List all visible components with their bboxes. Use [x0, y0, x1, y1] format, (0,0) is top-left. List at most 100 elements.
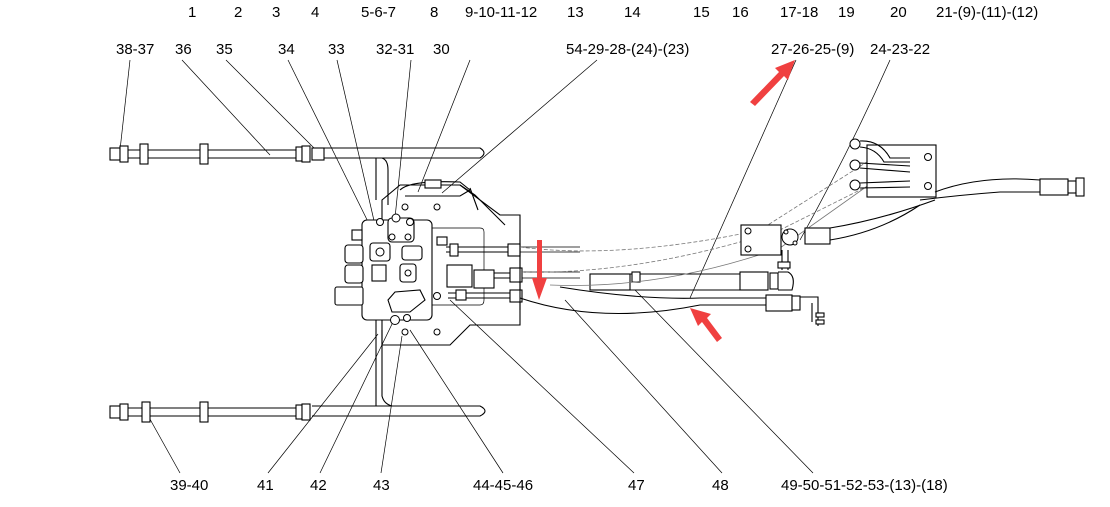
- upper-pipe-clamp-2: [199, 143, 209, 165]
- leader-39-40: [145, 411, 181, 474]
- lower-pipe-clamp-1: [141, 401, 151, 423]
- leader-27-26-25: [689, 59, 797, 299]
- red-arrow-down: [532, 240, 547, 300]
- lower-pipe-assembly: [109, 300, 486, 423]
- label-15: 15: [693, 4, 710, 21]
- leader-49-50-51: [634, 289, 814, 474]
- upper-pipe-end-nut: [109, 147, 121, 161]
- main-hose-ferrule: [1039, 178, 1069, 196]
- label-47: 47: [628, 477, 645, 494]
- label-42: 42: [310, 477, 327, 494]
- manifold-assembly: [740, 138, 1085, 270]
- lower-pipe-clamp-2: [199, 401, 209, 423]
- main-hose-end: [1075, 177, 1085, 197]
- leader-43: [380, 335, 403, 474]
- cable-1-nut: [507, 243, 521, 257]
- label-19: 19: [838, 4, 855, 21]
- label-32-31: 32-31: [376, 41, 414, 58]
- label-17-18: 17-18: [780, 4, 818, 21]
- valve-spool-cap-3: [334, 286, 364, 306]
- bracket-30: [424, 179, 442, 189]
- port-1: [849, 138, 861, 150]
- label-9-10-11-12: 9-10-11-12: [465, 4, 537, 21]
- red-arrow-hose: [690, 308, 722, 342]
- hose-nut-1: [769, 272, 779, 290]
- label-49-50-51-52-53-13-18: 49-50-51-52-53-(13)-(18): [781, 477, 948, 494]
- upper-return-tube: [324, 147, 485, 159]
- second-row-labels: 38-37 36 35 34 33 32-31 30 54-29-28-(24)…: [116, 41, 930, 58]
- red-arrow-27-26-25: [750, 60, 795, 106]
- top-row-labels: 1 2 3 4 5-6-7 8 9-10-11-12 13 14 15 16 1…: [188, 4, 1038, 21]
- label-38-37: 38-37: [116, 41, 154, 58]
- cable-3-nut: [509, 289, 523, 303]
- port-2: [849, 159, 861, 171]
- label-39-40: 39-40: [170, 477, 208, 494]
- spacer-1: [436, 236, 448, 246]
- upper-pipe-adapter: [311, 147, 325, 161]
- lower-return-tube: [312, 405, 486, 417]
- valve-block-assembly: [334, 179, 521, 346]
- label-44-45-46: 44-45-46: [473, 477, 533, 494]
- label-3: 3: [272, 4, 280, 21]
- cable-2-actuator: [446, 264, 473, 288]
- hose-nut-2: [791, 295, 801, 311]
- side-flange: [401, 245, 423, 261]
- lower-cover-plate-41: [387, 289, 426, 313]
- lower-pipe-end-nut: [109, 405, 121, 419]
- leader-54-29-28: [441, 59, 598, 194]
- upper-pipe-clamp-1: [139, 143, 149, 165]
- control-cables: [446, 230, 580, 310]
- leader-48: [564, 299, 723, 474]
- elbow-fitting: [778, 271, 794, 291]
- label-33: 33: [328, 41, 345, 58]
- label-16: 16: [732, 4, 749, 21]
- leader-24-23-22: [799, 59, 891, 241]
- label-20: 20: [890, 4, 907, 21]
- label-36: 36: [175, 41, 192, 58]
- valve-spool-cap-1: [344, 244, 364, 264]
- leader-42: [319, 321, 394, 474]
- lower-pipe-fitting: [119, 403, 129, 421]
- bracket-fitting: [800, 296, 819, 326]
- upper-pipe-nut: [301, 145, 311, 163]
- label-13: 13: [567, 4, 584, 21]
- hose-runs: [519, 159, 891, 326]
- label-21-9-11-12: 21-(9)-(11)-(12): [936, 4, 1038, 21]
- hole-43: [401, 328, 409, 336]
- cable-2-nut: [509, 267, 523, 283]
- leader-44-45-46: [409, 329, 504, 474]
- cable-3-clevis: [455, 289, 467, 301]
- leader-lines: [119, 59, 891, 474]
- leader-47: [449, 299, 635, 474]
- label-30: 30: [433, 41, 450, 58]
- label-14: 14: [624, 4, 641, 21]
- hose-ferrule-22: [804, 227, 831, 245]
- label-27-26-25-9: 27-26-25-(9): [771, 41, 854, 58]
- label-24-23-22: 24-23-22: [870, 41, 930, 58]
- upper-pipe-assembly: [109, 143, 485, 205]
- label-2: 2: [234, 4, 242, 21]
- upper-pipe-fitting: [119, 145, 129, 163]
- label-41: 41: [257, 477, 274, 494]
- callout-arrows: [532, 60, 795, 342]
- port-3: [849, 179, 861, 191]
- hose-ferrule-1: [739, 271, 769, 291]
- bolt-42: [390, 315, 400, 325]
- hose-ferrule-2: [765, 294, 793, 312]
- leader-30: [417, 59, 471, 193]
- hose-clip-48: [631, 271, 641, 283]
- label-43: 43: [373, 477, 390, 494]
- leader-35: [225, 59, 319, 153]
- cable-2-cylinder: [473, 269, 495, 289]
- bottom-row-labels: 39-40 41 42 43 44-45-46 47 48 49-50-51-5…: [170, 477, 948, 494]
- leader-32-31: [394, 59, 412, 219]
- leader-38-37: [119, 59, 131, 151]
- leader-36: [181, 59, 271, 156]
- label-35: 35: [216, 41, 233, 58]
- leader-34: [287, 59, 383, 251]
- label-54-29-28-24-23: 54-29-28-(24)-(23): [566, 41, 689, 58]
- label-1: 1: [188, 4, 196, 21]
- hose-middle-sleeve: [589, 273, 631, 291]
- lower-pipe-nut: [301, 403, 311, 421]
